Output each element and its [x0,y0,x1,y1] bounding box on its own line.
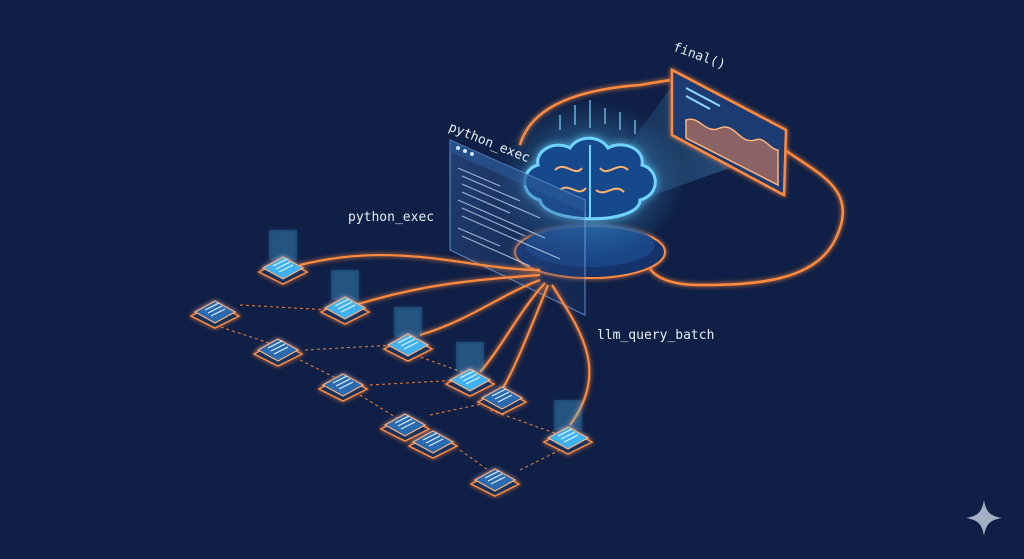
document-icon [476,386,528,415]
document-icon [444,342,496,397]
document-icon [382,307,434,362]
code-panel [449,139,586,316]
chart-monitor-icon [670,67,788,198]
sparkle-icon [966,500,1002,536]
wire-bundle [299,253,591,426]
document-icon [257,230,309,285]
python-exec-label: python_exec [348,210,435,225]
document-icon [379,413,431,442]
document-icon [319,270,371,325]
llm-query-batch-label: llm_query_batch [597,328,715,343]
document-grid [189,230,594,497]
document-icon [189,300,241,329]
document-icon [469,468,521,497]
document-icon [252,338,304,367]
document-icon [407,430,459,459]
data-particles [559,100,636,134]
document-icon [317,373,369,402]
document-icon [542,400,594,455]
